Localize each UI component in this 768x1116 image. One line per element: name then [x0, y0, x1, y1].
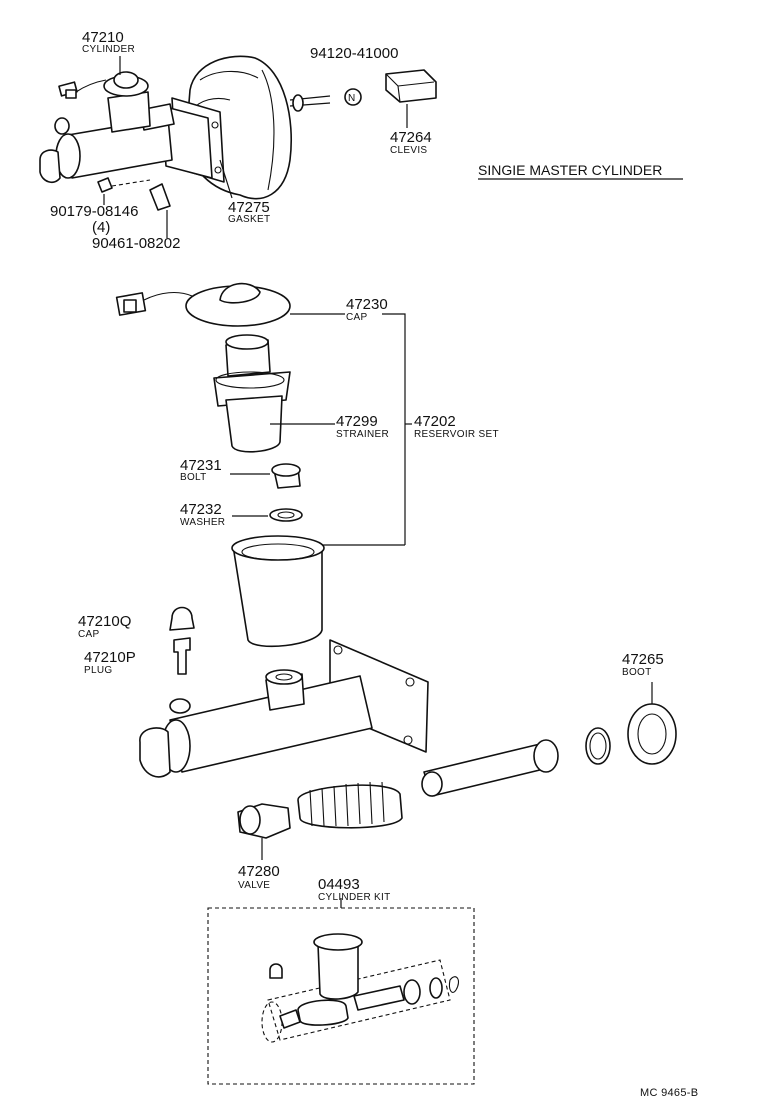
part-name-cap-47210q: CAP	[78, 629, 99, 640]
part-number-47231: 47231	[180, 457, 222, 474]
part-number-90179-08146: 90179-08146	[50, 203, 138, 220]
cylinder-kit-drawing	[207, 898, 475, 1085]
part-number-90461-08202: 90461-08202	[92, 235, 180, 252]
part-name-clevis: CLEVIS	[390, 145, 427, 156]
part-number-47280: 47280	[238, 863, 280, 880]
part-number-47265: 47265	[622, 651, 664, 668]
reservoir-tank	[233, 545, 323, 648]
part-number-47275: 47275	[228, 199, 270, 216]
part-number-47210p: 47210P	[84, 649, 136, 666]
plug-47210p	[173, 637, 191, 675]
part-name-valve: VALVE	[238, 880, 270, 891]
part-name-gasket: GASKET	[228, 214, 270, 225]
diagram-title: SINGIE MASTER CYLINDER	[478, 162, 662, 178]
quantity-note: (4)	[92, 219, 110, 236]
part-number-47210q: 47210Q	[78, 613, 131, 630]
clevis-part	[385, 69, 437, 103]
part-name-cap-47230: CAP	[346, 312, 367, 323]
piston-rod	[423, 743, 549, 797]
part-name-boot: BOOT	[622, 667, 652, 678]
part-number-94120-41000: 94120-41000	[310, 45, 398, 62]
part-number-47210: 47210	[82, 29, 124, 46]
part-name-reservoir-set: RESERVOIR SET	[414, 429, 499, 440]
piston-spring	[297, 784, 403, 829]
part-name-washer: WASHER	[180, 517, 225, 528]
nut-symbol	[344, 88, 362, 106]
top-reservoir	[107, 91, 151, 133]
cylinder-body-drawing	[139, 606, 677, 860]
part-number-47264: 47264	[390, 129, 432, 146]
cap-47210q	[169, 606, 195, 631]
part-name-strainer: STRAINER	[336, 429, 389, 440]
part-number-47230: 47230	[346, 296, 388, 313]
part-number-04493: 04493	[318, 876, 360, 893]
reservoir-set-drawing	[115, 282, 412, 648]
part-name-cylinder: CYLINDER	[82, 44, 135, 55]
nut-symbol-label: N	[348, 93, 355, 104]
part-name-plug: PLUG	[84, 665, 112, 676]
footer-code: MC 9465-B	[640, 1087, 698, 1099]
part-number-47232: 47232	[180, 501, 222, 518]
part-number-47202: 47202	[414, 413, 456, 430]
washer-47232	[269, 508, 303, 522]
part-name-bolt: BOLT	[180, 472, 207, 483]
boot-47265	[627, 703, 677, 765]
top-assembly-drawing	[39, 55, 437, 238]
part-name-cylinder-kit: CYLINDER KIT	[318, 892, 391, 903]
part-number-47299: 47299	[336, 413, 378, 430]
